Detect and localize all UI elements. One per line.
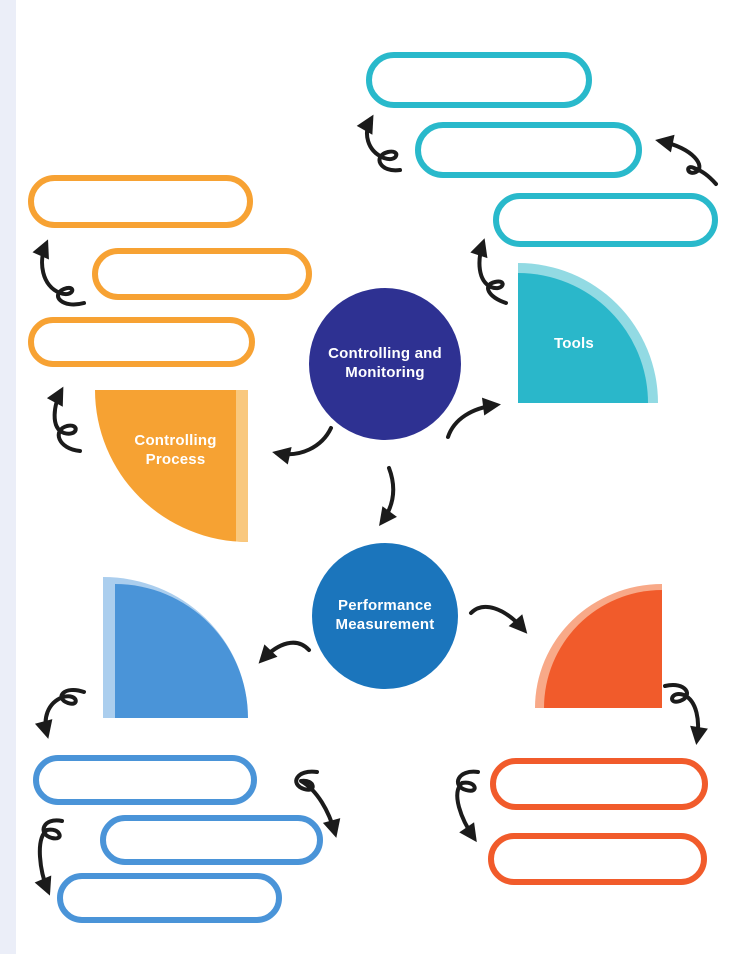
node-controlling-and-monitoring: Controlling and Monitoring bbox=[309, 288, 461, 440]
performance-measurement-label: Performance Measurement bbox=[335, 597, 435, 633]
page-left-margin bbox=[0, 0, 16, 954]
arrow-orange-pill2-pill1-icon bbox=[32, 239, 86, 307]
branch-controlling-process: Controlling Process bbox=[95, 390, 248, 542]
cyan-pill-3 bbox=[493, 193, 718, 247]
branch-tools: Tools bbox=[518, 263, 658, 403]
orange-pill-1 bbox=[28, 175, 253, 228]
arrow-red-branch-pill1-icon bbox=[663, 683, 708, 745]
arrow-right-cyan-pill2-icon bbox=[655, 134, 718, 186]
arrow-quarter-orange-pill3-icon bbox=[46, 386, 82, 453]
arrow-center1-center2-icon bbox=[379, 466, 397, 527]
tools-label: Tools bbox=[554, 335, 594, 352]
branch-blue-fill bbox=[115, 584, 248, 718]
arrow-blue-branch-pill1-icon bbox=[34, 688, 86, 739]
blue-pill-2 bbox=[100, 815, 323, 865]
controlling-and-monitoring-label: Controlling and Monitoring bbox=[328, 345, 442, 381]
orange-pill-3 bbox=[28, 317, 255, 367]
branch-blue bbox=[103, 577, 248, 718]
cyan-pill-1 bbox=[366, 52, 592, 108]
node-performance-measurement: Performance Measurement bbox=[312, 543, 458, 689]
arrow-center2-blue-branch-icon bbox=[258, 640, 311, 664]
arrow-center1-controlling-process-icon bbox=[272, 426, 333, 465]
arrow-blue-pill2-pill3-icon bbox=[34, 818, 64, 896]
orange-pill-2 bbox=[92, 248, 312, 300]
red-pill-1 bbox=[490, 758, 708, 810]
arrow-center1-tools-icon bbox=[446, 397, 501, 439]
branch-red-fill bbox=[544, 590, 662, 708]
cyan-pill-2 bbox=[415, 122, 642, 178]
red-pill-2 bbox=[488, 833, 707, 885]
branch-red bbox=[535, 584, 662, 708]
arrow-tools-cyan-pill3-icon bbox=[470, 238, 508, 305]
controlling-process-label: Controlling Process bbox=[134, 432, 217, 468]
arrow-red-pill1-pill2-icon bbox=[455, 769, 480, 843]
blue-pill-3 bbox=[57, 873, 282, 923]
arrow-cyan-pill2-pill1-icon bbox=[356, 114, 402, 173]
arrow-center2-red-branch-icon bbox=[469, 604, 528, 634]
controlling-process-highlight bbox=[236, 390, 248, 542]
blue-pill-1 bbox=[33, 755, 257, 805]
